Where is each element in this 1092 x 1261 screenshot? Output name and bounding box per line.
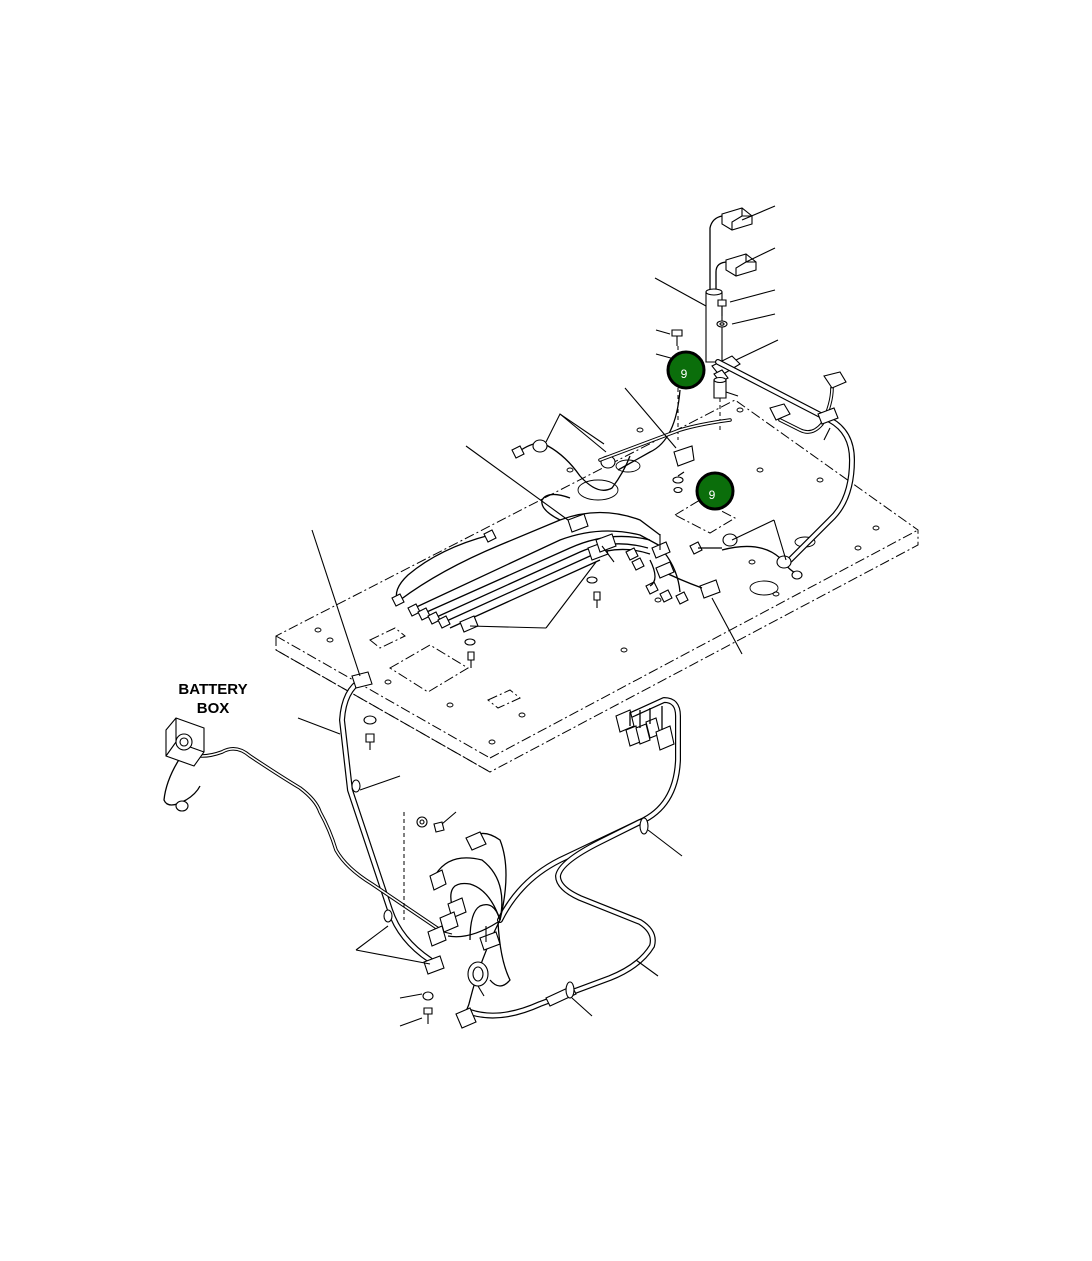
battery-label-line1: BATTERY: [178, 681, 247, 698]
upper-connector-branch: [671, 207, 757, 440]
battery-box-label: BATTERY BOX: [178, 681, 247, 717]
lower-harness: [163, 671, 681, 1029]
callout-lower[interactable]: 9: [695, 471, 735, 511]
upper-left-wire-loop: [511, 389, 732, 494]
upper-harness: [689, 359, 855, 580]
central-wire-bundle: [391, 493, 721, 668]
battery-label-line2: BOX: [197, 700, 230, 717]
callout-upper[interactable]: 9: [666, 350, 706, 390]
battery-box-terminal: [165, 717, 205, 767]
callout-upper-circle: [666, 350, 706, 390]
leader-lines: [297, 205, 831, 1027]
plate-holes: [314, 407, 880, 745]
callout-lower-circle: [695, 471, 735, 511]
callout-lower-number: 9: [709, 488, 716, 502]
mounting-plate: [275, 399, 919, 773]
callout-upper-number: 9: [681, 367, 688, 381]
